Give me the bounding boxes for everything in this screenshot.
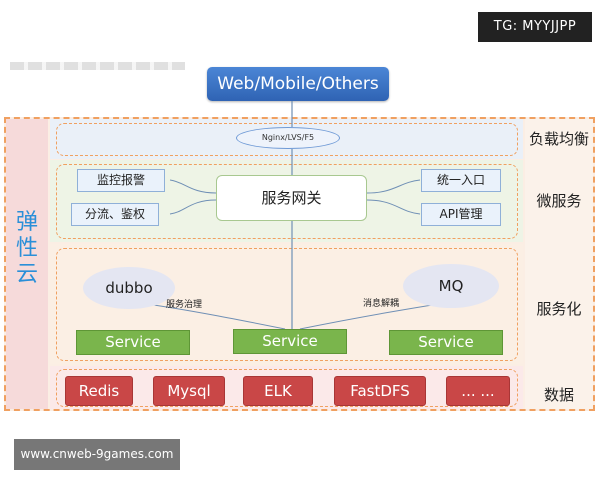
service-box: Service [389,330,503,355]
monitor-alert-box: 监控报警 [77,169,165,192]
website-banner: www.cnweb-9games.com [14,439,180,470]
service-governance-label: 服务治理 [166,300,203,310]
gw-link-auth [169,199,217,215]
datastore-more: ... ... [446,376,510,406]
elastic-cloud-label: 弹性云 [15,210,38,287]
service-box: Service [76,330,190,355]
service-box: Service [233,329,347,354]
ms-dash-frame [56,164,518,239]
layer-label-ms: 微服务 [536,192,582,210]
layer-label-lb: 负载均衡 [528,130,589,148]
arrow-to-dubbo [139,300,286,330]
svc-dash-frame [56,248,518,361]
datastore-fastdfs: FastDFS [334,376,426,406]
gw-link-monitor [169,179,217,194]
datastore-elk: ELK [243,376,313,406]
mq-oval: MQ [403,264,499,308]
elastic-cloud-column [6,119,48,409]
layer-label-column [525,119,593,409]
layer-label-svc: 服务化 [536,300,582,318]
gw-link-api [366,199,421,215]
message-decoupling-label: 消息解耦 [363,299,400,309]
layer-label-data: 数据 [543,386,574,404]
unified-entry-box: 统一入口 [421,169,501,192]
dubbo-oval: dubbo [83,267,175,309]
datastore-mysql: Mysql [153,376,225,406]
client-box: Web/Mobile/Others [207,67,389,101]
data-dash-frame [56,369,518,407]
api-management-box: API管理 [421,203,501,226]
blurred-header [10,62,185,70]
nginx-lvs-oval: Nginx/LVS/F5 [236,127,340,149]
gw-link-entry [366,179,421,194]
lb-dash-frame [56,123,518,156]
telegram-badge: TG: MYYJJPP [478,12,592,42]
routing-auth-box: 分流、鉴权 [71,203,159,226]
service-gateway-box: 服务网关 [216,175,367,221]
datastore-redis: Redis [65,376,133,406]
